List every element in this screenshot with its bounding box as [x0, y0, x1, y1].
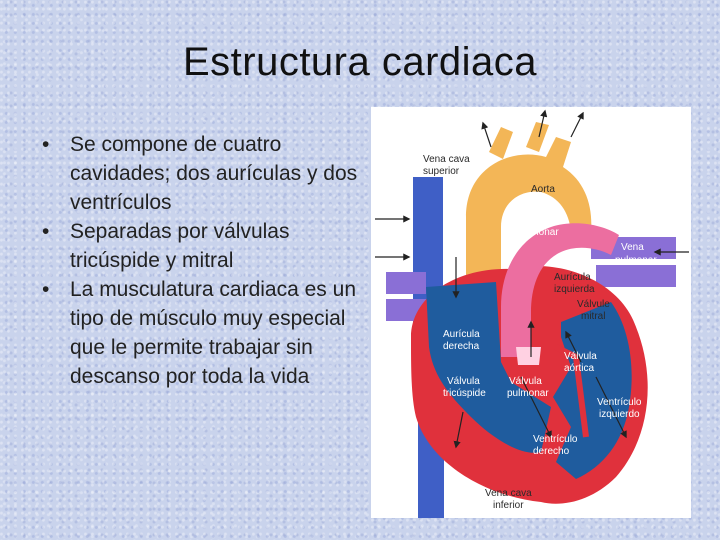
valvula-pulmonar-shape [516, 347, 541, 365]
bullet-item: • La musculatura cardiaca es un tipo de m… [40, 275, 360, 391]
arrow-icon [483, 123, 491, 147]
slide-title: Estructura cardiaca [0, 40, 720, 85]
bullet-item: • Separadas por válvulas tricúspide y mit… [40, 217, 360, 275]
bullet-icon: • [42, 217, 49, 246]
bullet-item: • Se compone de cuatro cavidades; dos aur… [40, 130, 360, 217]
aorta-branch-shape [489, 127, 513, 159]
arrow-icon [571, 113, 583, 137]
bullet-text: La musculatura cardiaca es un tipo de mú… [70, 278, 356, 388]
bullet-icon: • [42, 130, 49, 159]
vena-pulmonar-left-shape [386, 272, 426, 294]
bullet-icon: • [42, 275, 49, 304]
bullet-text: Separadas por válvulas tricúspide y mitr… [70, 220, 289, 272]
bullet-list: • Se compone de cuatro cavidades; dos aur… [40, 130, 360, 391]
label-aorta: Aorta [531, 184, 555, 195]
vena-pulmonar-shape [596, 265, 676, 287]
aorta-branch-shape [526, 122, 549, 152]
bullet-text: Se compone de cuatro cavidades; dos aurí… [70, 133, 357, 214]
